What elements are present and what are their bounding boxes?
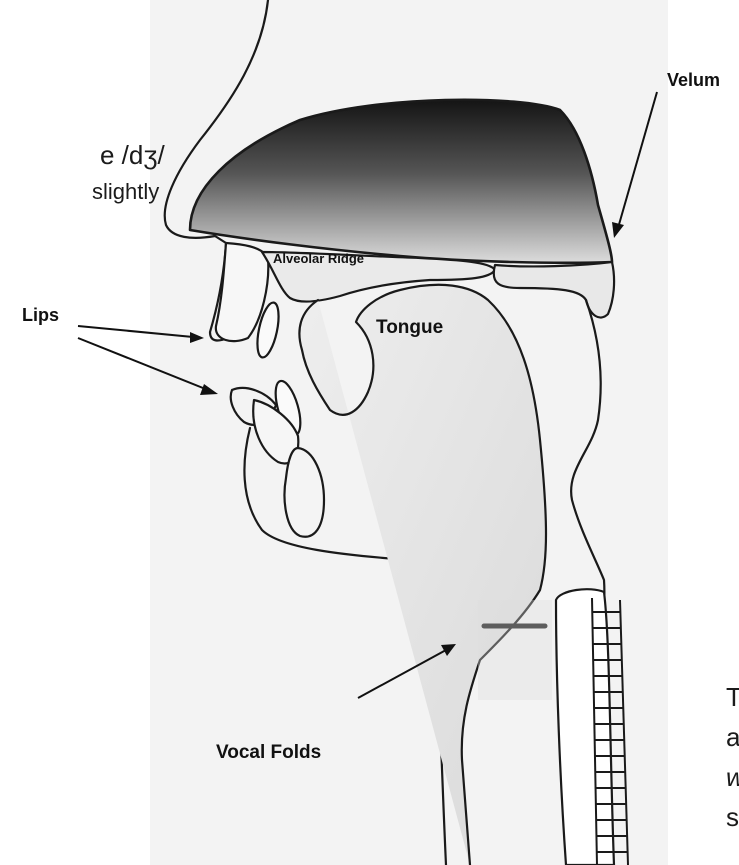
side-text-right-line1: T <box>726 682 739 712</box>
label-tongue: Tongue <box>376 317 443 338</box>
trachea-outline <box>556 589 614 865</box>
larynx-shading <box>478 600 552 700</box>
label-vocal-folds: Vocal Folds <box>216 742 321 763</box>
side-text-right-line2: a <box>726 722 739 752</box>
label-velum: Velum <box>667 70 720 90</box>
side-text-left-line2: slightly <box>92 179 159 204</box>
side-text-right-line4: s <box>726 802 739 832</box>
label-lips: Lips <box>22 305 59 325</box>
side-text-left-line1: e /dʒ/ <box>100 140 166 170</box>
side-text-right-line3: w <box>726 762 739 792</box>
label-alveolar-ridge: Alveolar Ridge <box>273 251 364 266</box>
